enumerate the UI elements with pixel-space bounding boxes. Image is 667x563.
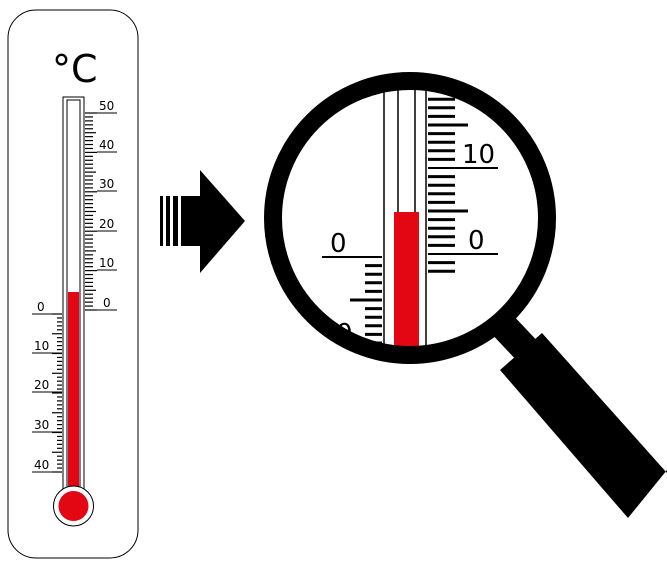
arrow-right-icon [160,170,245,273]
right-scale-label: 50 [99,99,114,113]
right-scale-ticks [85,112,97,311]
magnified-right-label: 10 [462,140,495,170]
left-scale-label: 0 [37,300,45,314]
thermometer: °C 50 40 30 20 10 0 0 [7,9,139,559]
left-scale-labels: 0 10 20 30 40 [32,300,62,473]
left-scale-label: 10 [34,339,49,353]
magnified-right-label: 0 [468,226,485,256]
right-scale-label: 40 [99,138,114,152]
right-scale-label: 10 [99,256,114,270]
right-scale-label: 20 [99,217,114,231]
magnified-liquid [394,212,419,347]
magnified-right-ticks [428,97,468,273]
magnifier-handle [500,333,667,518]
lens-rim [264,72,556,364]
left-scale-label: 20 [34,378,49,392]
right-scale-labels: 50 40 30 20 10 0 [97,99,117,311]
thermometer-bulb [58,491,89,521]
thermometer-liquid [68,292,79,495]
right-scale-label: 0 [103,296,111,310]
lens-magnified-view: 10 0 0 0 [322,89,498,347]
unit-label: °C [52,47,98,91]
magnifying-glass-icon: 10 0 0 0 [264,72,667,518]
left-scale-label: 40 [34,458,49,472]
left-scale-label: 30 [34,418,49,432]
magnified-left-label: 0 [330,229,347,259]
right-scale-label: 30 [99,177,114,191]
